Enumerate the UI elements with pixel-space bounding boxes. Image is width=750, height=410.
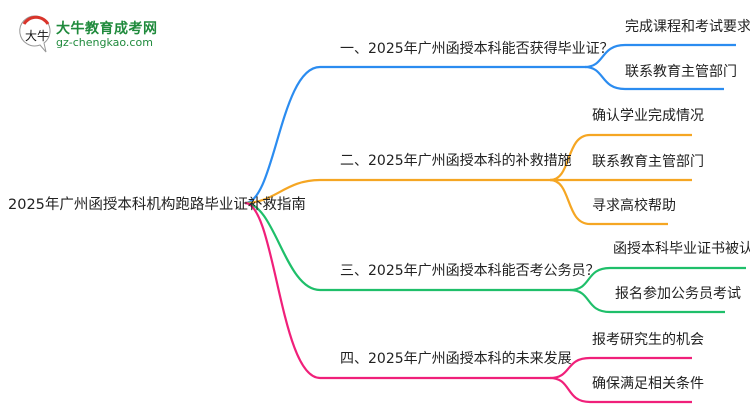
connector-leaf-1-1: [584, 43, 736, 69]
connector-branch-1: [244, 65, 585, 205]
branch-node-2: 二、2025年广州函授本科的补救措施: [340, 153, 572, 169]
logo: 大牛 大牛教育成考网 gz-chengkao.com: [18, 12, 158, 57]
leaf-node: 报考研究生的机会: [592, 332, 704, 348]
leaf-node: 联系教育主管部门: [592, 154, 704, 170]
leaf-node: 确认学业完成情况: [592, 108, 704, 124]
connector-leaf-2-1: [549, 133, 692, 182]
leaf-node: 报名参加公务员考试: [615, 286, 741, 302]
branch-node-3: 三、2025年广州函授本科能否考公务员？: [340, 263, 600, 279]
connector-leaf-4-1: [549, 356, 692, 380]
connector-leaf-4-2: [549, 376, 692, 404]
connector-leaf-3-2: [569, 288, 725, 314]
leaf-node: 函授本科毕业证书被认可: [613, 241, 750, 257]
connector-branch-3: [244, 201, 570, 292]
connector-leaf-1-2: [584, 65, 724, 91]
logo-title: 大牛教育成考网: [56, 21, 158, 37]
root-node: 2025年广州函授本科机构跑路毕业证补救指南: [8, 197, 306, 213]
branch-node-4: 四、2025年广州函授本科的未来发展: [340, 351, 572, 367]
connector-branch-4: [244, 201, 550, 380]
leaf-node: 联系教育主管部门: [625, 64, 737, 80]
connector-leaf-2-3: [549, 178, 668, 226]
connector-leaf-3-1: [569, 266, 746, 292]
branch-node-1: 一、2025年广州函授本科能否获得毕业证？: [340, 41, 614, 57]
leaf-node: 寻求高校帮助: [592, 198, 676, 214]
leaf-node: 确保满足相关条件: [592, 376, 704, 392]
logo-url: gz-chengkao.com: [56, 36, 153, 49]
connector-branch-2: [244, 178, 550, 205]
leaf-node: 完成课程和考试要求: [625, 19, 750, 35]
svg-text:大牛: 大牛: [25, 28, 49, 43]
logo-mark-icon: 大牛: [19, 15, 51, 53]
